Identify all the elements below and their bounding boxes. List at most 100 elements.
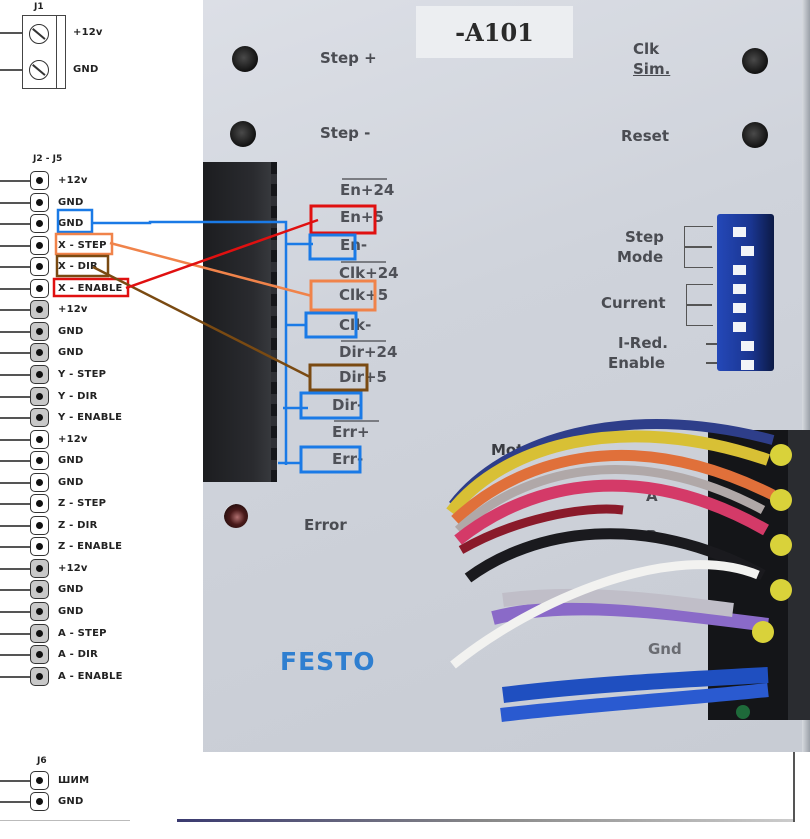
wire-lead xyxy=(0,503,30,505)
pin-header xyxy=(30,300,49,319)
dip-label-current: Current xyxy=(601,294,666,312)
pin-header xyxy=(30,494,49,513)
model-label-plate: -A101 xyxy=(416,6,573,58)
terminal-label: En+24 xyxy=(340,181,395,199)
frame-edge xyxy=(177,819,794,822)
pin-header xyxy=(30,473,49,492)
clk-sim-button[interactable] xyxy=(742,48,768,74)
step-plus-label: Step + xyxy=(320,49,377,67)
pin-label: GND xyxy=(58,584,84,595)
wire-lead xyxy=(0,568,30,570)
driver-photo: -A101 Step + Step - Clk Sim. Reset En+24… xyxy=(203,0,810,752)
wire-lead xyxy=(0,331,30,333)
dip-label-enable: Enable xyxy=(608,354,666,372)
pin-label: GND xyxy=(58,218,84,229)
j2-j5-title: J2 - J5 xyxy=(33,154,63,164)
ferrule-icon xyxy=(736,444,792,719)
dip-switch-toggle[interactable] xyxy=(733,284,746,294)
pin-header xyxy=(30,171,49,190)
j1-pin-label: +12v xyxy=(73,27,103,38)
dip-label-mode: Mode xyxy=(617,248,664,266)
pin-header xyxy=(30,559,49,578)
wire-lead xyxy=(0,417,30,419)
dip-switch-toggle[interactable] xyxy=(741,246,754,256)
wire-lead xyxy=(0,69,22,71)
error-label: Error xyxy=(304,516,347,534)
pin-label: A - ENABLE xyxy=(58,671,123,682)
screw-icon xyxy=(29,24,49,44)
wire-lead xyxy=(0,439,30,441)
dip-label-ired: I-Red. xyxy=(618,334,668,352)
wire-lead xyxy=(0,32,22,34)
festo-logo: FESTO xyxy=(280,647,376,676)
pin-label: GND xyxy=(58,606,84,617)
step-plus-button[interactable] xyxy=(232,46,258,72)
pin-label: GND xyxy=(58,347,84,358)
terminal-label: Clk+24 xyxy=(339,264,399,282)
pin-label: X - DIR xyxy=(58,261,98,272)
pin-header xyxy=(30,322,49,341)
gnd-label: Gnd xyxy=(648,640,682,658)
pin-label: GND xyxy=(58,326,84,337)
dip-switch-toggle[interactable] xyxy=(733,265,746,275)
wire-lead xyxy=(0,589,30,591)
j6-pin-label: ШИМ xyxy=(58,775,90,786)
pin-label: GND xyxy=(58,455,84,466)
pin-label: X - STEP xyxy=(58,240,107,251)
pin-label: +12v xyxy=(58,304,88,315)
wire-lead xyxy=(0,288,30,290)
pin-header xyxy=(30,451,49,470)
pin-header xyxy=(30,257,49,276)
pin-label: Y - DIR xyxy=(58,391,98,402)
dip-switch-toggle[interactable] xyxy=(741,360,754,370)
clk-sim-label-1: Clk xyxy=(633,40,660,58)
pin-header xyxy=(30,602,49,621)
pin-header xyxy=(30,792,49,811)
pin-header xyxy=(30,387,49,406)
pin-header xyxy=(30,365,49,384)
pin-header xyxy=(30,771,49,790)
dip-switch-toggle[interactable] xyxy=(733,322,746,332)
reset-button[interactable] xyxy=(742,122,768,148)
wire-lead xyxy=(0,309,30,311)
divider xyxy=(342,178,387,180)
terminal-label: Dir+24 xyxy=(339,343,398,361)
motor-cables xyxy=(446,419,792,722)
divider xyxy=(341,340,386,342)
pin-header xyxy=(30,214,49,233)
divider xyxy=(341,261,386,263)
pin-label: A - STEP xyxy=(58,628,107,639)
error-led-icon xyxy=(224,504,248,528)
dip-label-step: Step xyxy=(625,228,664,246)
pin-header xyxy=(30,279,49,298)
dip-switch-toggle[interactable] xyxy=(733,303,746,313)
step-minus-button[interactable] xyxy=(230,121,256,147)
pin-header xyxy=(30,236,49,255)
wire-lead xyxy=(0,654,30,656)
phase-a-label: A xyxy=(646,487,658,505)
wire-lead xyxy=(0,396,30,398)
dip-switch-toggle[interactable] xyxy=(733,227,746,237)
pin-label: Z - STEP xyxy=(58,498,107,509)
wire-lead xyxy=(0,676,30,678)
wire-lead xyxy=(0,266,30,268)
pin-label: GND xyxy=(58,197,84,208)
j1-pin-label: GND xyxy=(73,64,99,75)
reset-label: Reset xyxy=(621,127,669,145)
dip-switch[interactable] xyxy=(717,214,774,371)
wire-lead xyxy=(0,245,30,247)
pin-header xyxy=(30,430,49,449)
pin-label: Z - DIR xyxy=(58,520,98,531)
frame-edge xyxy=(793,752,795,822)
model-label: -A101 xyxy=(455,18,534,47)
pin-header xyxy=(30,408,49,427)
wire-lead xyxy=(0,202,30,204)
j1-terminal-block xyxy=(22,15,66,89)
wire-lead xyxy=(0,801,30,803)
divider xyxy=(0,820,130,821)
pin-header xyxy=(30,516,49,535)
wire-lead xyxy=(0,223,30,225)
wire-lead xyxy=(0,180,30,182)
pin-label: GND xyxy=(58,477,84,488)
dip-switch-toggle[interactable] xyxy=(741,341,754,351)
